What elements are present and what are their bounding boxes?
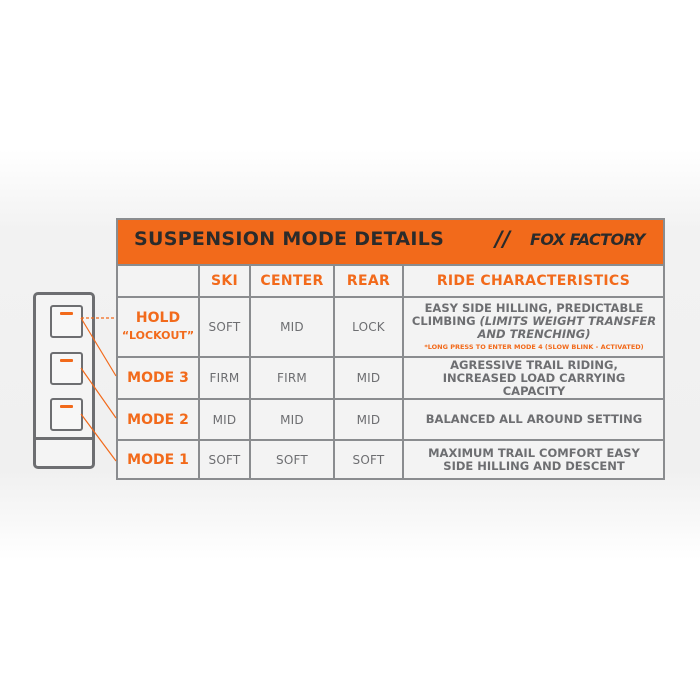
suspension-mode-table: SUSPENSION MODE DETAILS // FOX FACTORY S… <box>116 218 665 480</box>
brand-logo: FOX FACTORY <box>530 230 645 249</box>
mode2-rear-value: MID <box>356 412 381 427</box>
column-divider <box>333 264 335 478</box>
row-divider <box>118 398 663 400</box>
hold-ski-value: SOFT <box>208 320 241 334</box>
column-divider <box>198 264 200 478</box>
remote-control-icon <box>33 292 95 469</box>
connector-mode-1 <box>80 413 117 462</box>
row-label-mode-3: MODE 3 <box>127 370 189 386</box>
column-header-center: CENTER <box>260 273 324 289</box>
led-indicator-icon <box>60 405 73 408</box>
mode1-center-value: SOFT <box>276 452 308 467</box>
hold-ride-note: *LONG PRESS TO ENTER MODE 4 (SLOW BLINK … <box>424 343 644 351</box>
mode3-center-value: FIRM <box>277 371 307 385</box>
hold-ride-text: EASY SIDE HILLING, PREDICTABLE CLIMBING … <box>411 301 657 341</box>
mode2-ride-description: BALANCED ALL AROUND SETTING <box>425 412 643 426</box>
led-indicator-icon <box>60 359 73 362</box>
hold-rear-value: LOCK <box>352 320 385 334</box>
hold-button[interactable] <box>50 305 83 338</box>
mode1-ski-value: SOFT <box>208 452 241 467</box>
row-label-mode-1: MODE 1 <box>127 451 189 468</box>
mode3-ride-description: AGRESSIVE TRAIL RIDING, INCREASED LOAD C… <box>442 357 626 398</box>
hold-ride-description: EASY SIDE HILLING, PREDICTABLE CLIMBING … <box>408 298 660 356</box>
connector-mode-3 <box>80 317 117 377</box>
column-header-ski: SKI <box>210 273 239 289</box>
row-divider <box>118 296 663 298</box>
mode-2-button[interactable] <box>50 398 83 431</box>
mode1-rear-value: SOFT <box>352 452 385 467</box>
column-divider <box>249 264 251 478</box>
led-indicator-icon <box>60 312 73 315</box>
mode3-ski-value: FIRM <box>209 371 240 385</box>
column-header-rear: REAR <box>346 273 391 289</box>
row-divider <box>118 356 663 358</box>
mode1-ride-description: MAXIMUM TRAIL COMFORT EASY SIDE HILLING … <box>428 445 640 473</box>
lockout-label: “LOCKOUT” <box>121 329 195 342</box>
row-label-mode-2: MODE 2 <box>127 411 189 428</box>
connector-mode-2 <box>80 367 117 419</box>
mode2-center-value: MID <box>280 412 304 427</box>
column-divider <box>402 264 404 478</box>
row-divider <box>118 439 663 441</box>
hold-label: HOLD <box>135 310 181 326</box>
title-separator: // <box>495 227 511 251</box>
table-title: SUSPENSION MODE DETAILS <box>134 228 445 250</box>
hold-center-value: MID <box>280 320 304 334</box>
mode2-ski-value: MID <box>212 412 237 427</box>
table-header-bar: SUSPENSION MODE DETAILS // FOX FACTORY <box>118 220 663 266</box>
mode3-rear-value: MID <box>356 371 381 385</box>
remote-base <box>36 437 92 466</box>
column-header-ride-characteristics: RIDE CHARACTERISTICS <box>436 273 631 289</box>
row-label-hold: HOLD “LOCKOUT” <box>118 298 198 356</box>
